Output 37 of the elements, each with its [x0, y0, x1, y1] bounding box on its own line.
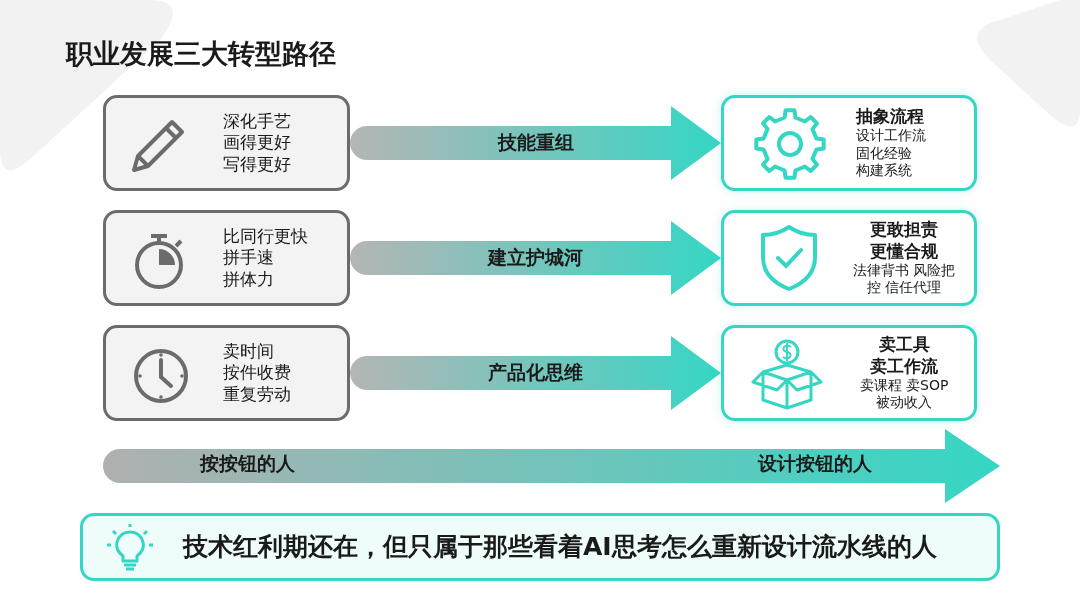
edge-label: 产品化思维	[487, 360, 584, 385]
card	[103, 95, 350, 191]
title: 职业发展三大转型路径	[66, 37, 336, 71]
scale-label: 设计按钮的人	[758, 451, 872, 476]
card-text: 拼手速	[223, 247, 275, 269]
arrow	[350, 106, 721, 180]
message-text: 技术红利期还在，但只属于那些看着AI思考怎么重新设计流水线的人	[183, 531, 937, 563]
arrow	[350, 336, 721, 410]
card	[721, 210, 977, 306]
card-text: 写得更好	[223, 153, 291, 175]
message-box	[80, 513, 1000, 581]
card	[721, 325, 977, 421]
card-text: 拼体力	[223, 268, 275, 290]
card	[721, 95, 977, 191]
card-text: 更懂合规	[870, 240, 938, 262]
card-text: 固化经验	[856, 144, 912, 163]
card-text: 卖工具	[878, 334, 930, 356]
card-text: 卖课程 卖SOP	[859, 376, 949, 395]
card-text: 按件收费	[223, 362, 291, 384]
edge-label: 技能重组	[496, 130, 575, 155]
card-text: 设计工作流	[856, 127, 926, 145]
edge-label: 建立护城河	[486, 245, 584, 270]
card-text: 比同行更快	[223, 226, 308, 248]
card-text: 法律背书 风险把控 信任代理	[851, 261, 957, 297]
card	[103, 210, 350, 306]
card-text: 抽象流程	[856, 106, 924, 128]
card-text: 卖工作流	[870, 355, 938, 377]
card-text: 被动收入	[876, 394, 932, 412]
card-text: 构建系统	[856, 162, 912, 180]
card-text: 重复劳动	[223, 383, 291, 405]
card-text: 更敢担责	[870, 219, 938, 241]
card-text: 画得更好	[223, 132, 291, 154]
card-text: 卖时间	[223, 341, 275, 363]
arrow	[350, 221, 721, 295]
card	[103, 325, 350, 421]
scale-label: 按按钮的人	[200, 451, 295, 476]
card-text: 深化手艺	[223, 111, 291, 133]
